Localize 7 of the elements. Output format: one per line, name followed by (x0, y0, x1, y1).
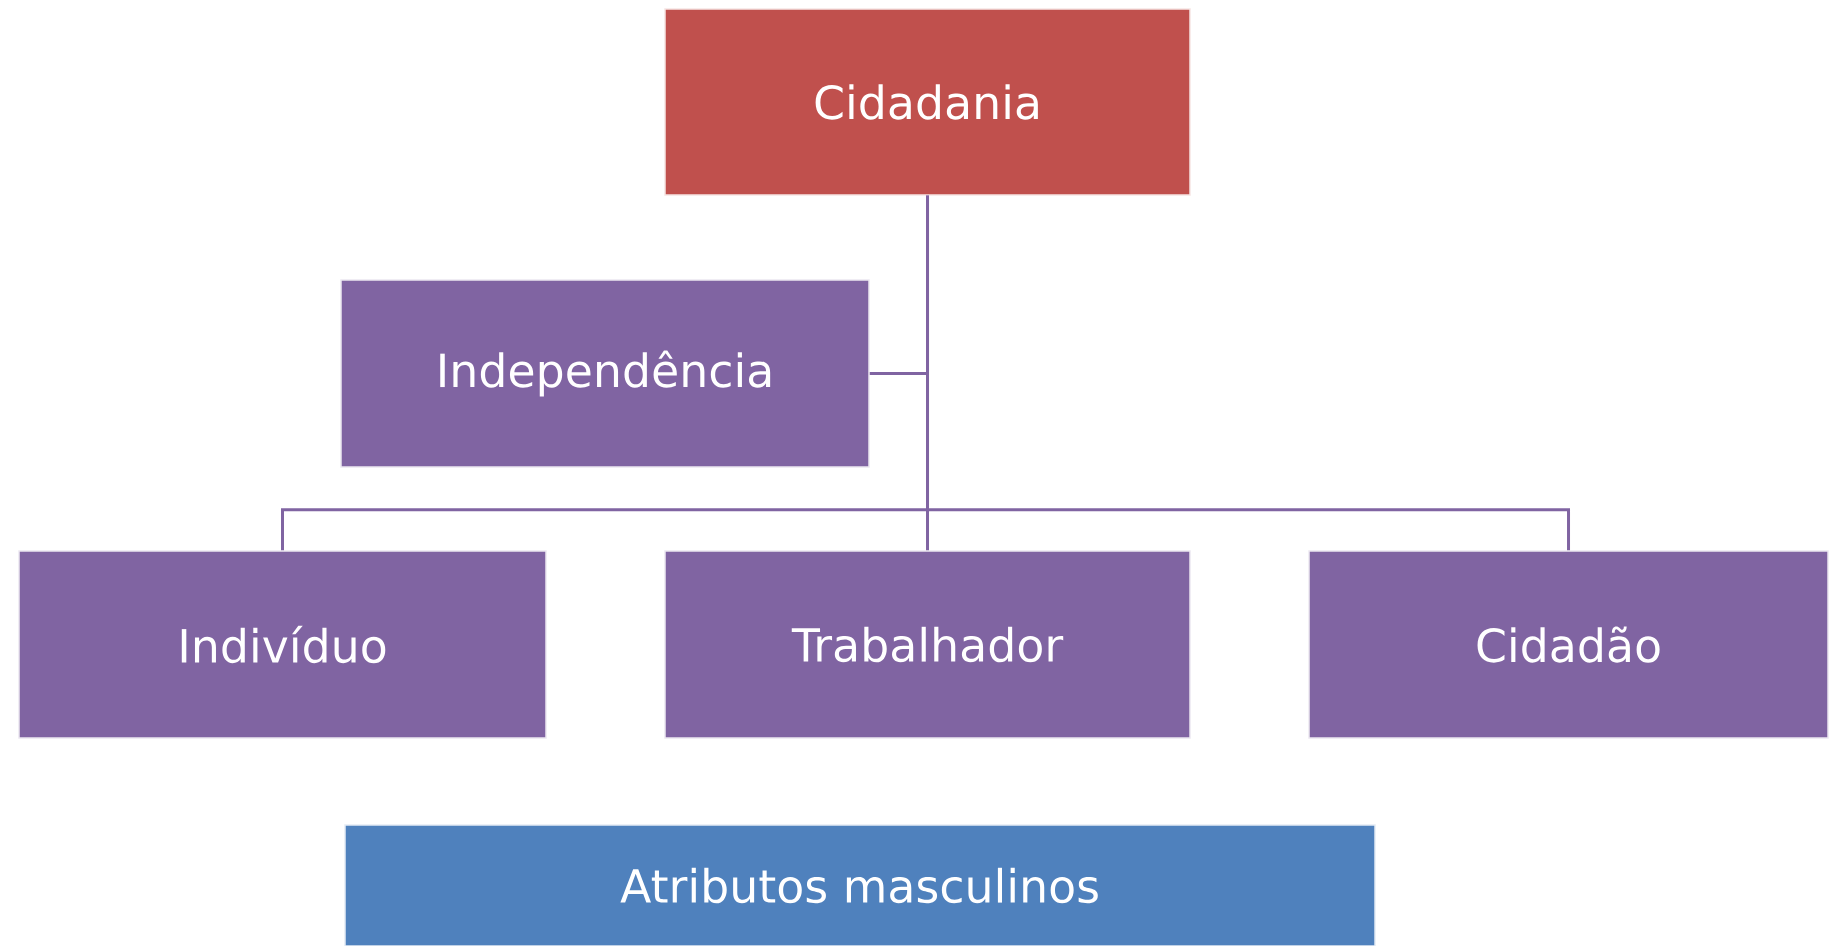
category-box: Indivíduo (18, 550, 547, 739)
category-box: Trabalhador (664, 550, 1191, 739)
category-box: Atributos masculinos (344, 824, 1376, 946)
category-box: Cidadão (1308, 550, 1829, 739)
category-box: Cidadania (664, 8, 1191, 196)
category-box: Independência (340, 279, 870, 468)
connector-line (926, 195, 1570, 551)
